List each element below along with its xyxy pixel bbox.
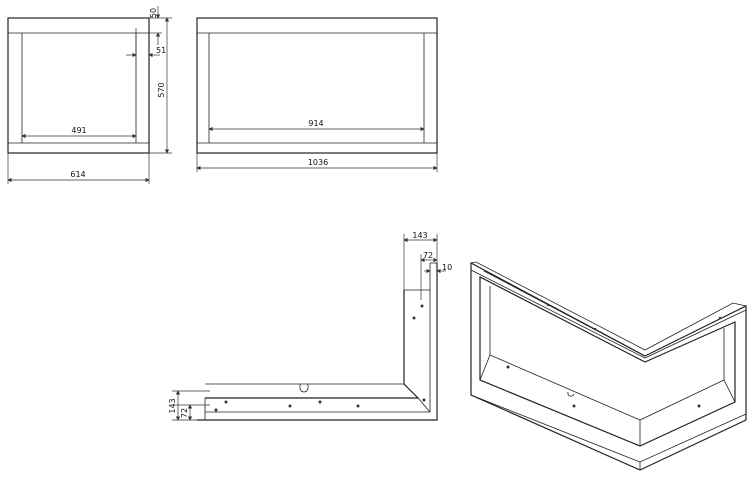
dim-outer-width-right: 1036 <box>308 158 328 167</box>
front-view-right: 914 1036 <box>196 17 438 172</box>
dim-side-depth: 143 <box>168 398 177 413</box>
dim-height: 570 <box>157 82 166 97</box>
dim-inner-width-right: 914 <box>308 119 323 128</box>
dim-top-border: 50 <box>149 8 158 18</box>
dim-inner-width-left: 491 <box>71 126 86 135</box>
dim-corner-depth: 143 <box>412 231 427 240</box>
isometric-view <box>470 261 747 471</box>
dim-corner-inner: 72 <box>423 251 433 260</box>
dim-corner-lip: 10 <box>442 263 452 272</box>
corner-profile-view: 143 72 10 143 72 <box>168 231 452 421</box>
dim-outer-width-left: 614 <box>70 170 85 179</box>
dim-side-inner: 72 <box>180 408 189 418</box>
dim-inner-offset: 51 <box>156 46 166 55</box>
front-view-left: 491 614 570 50 51 <box>7 6 172 184</box>
